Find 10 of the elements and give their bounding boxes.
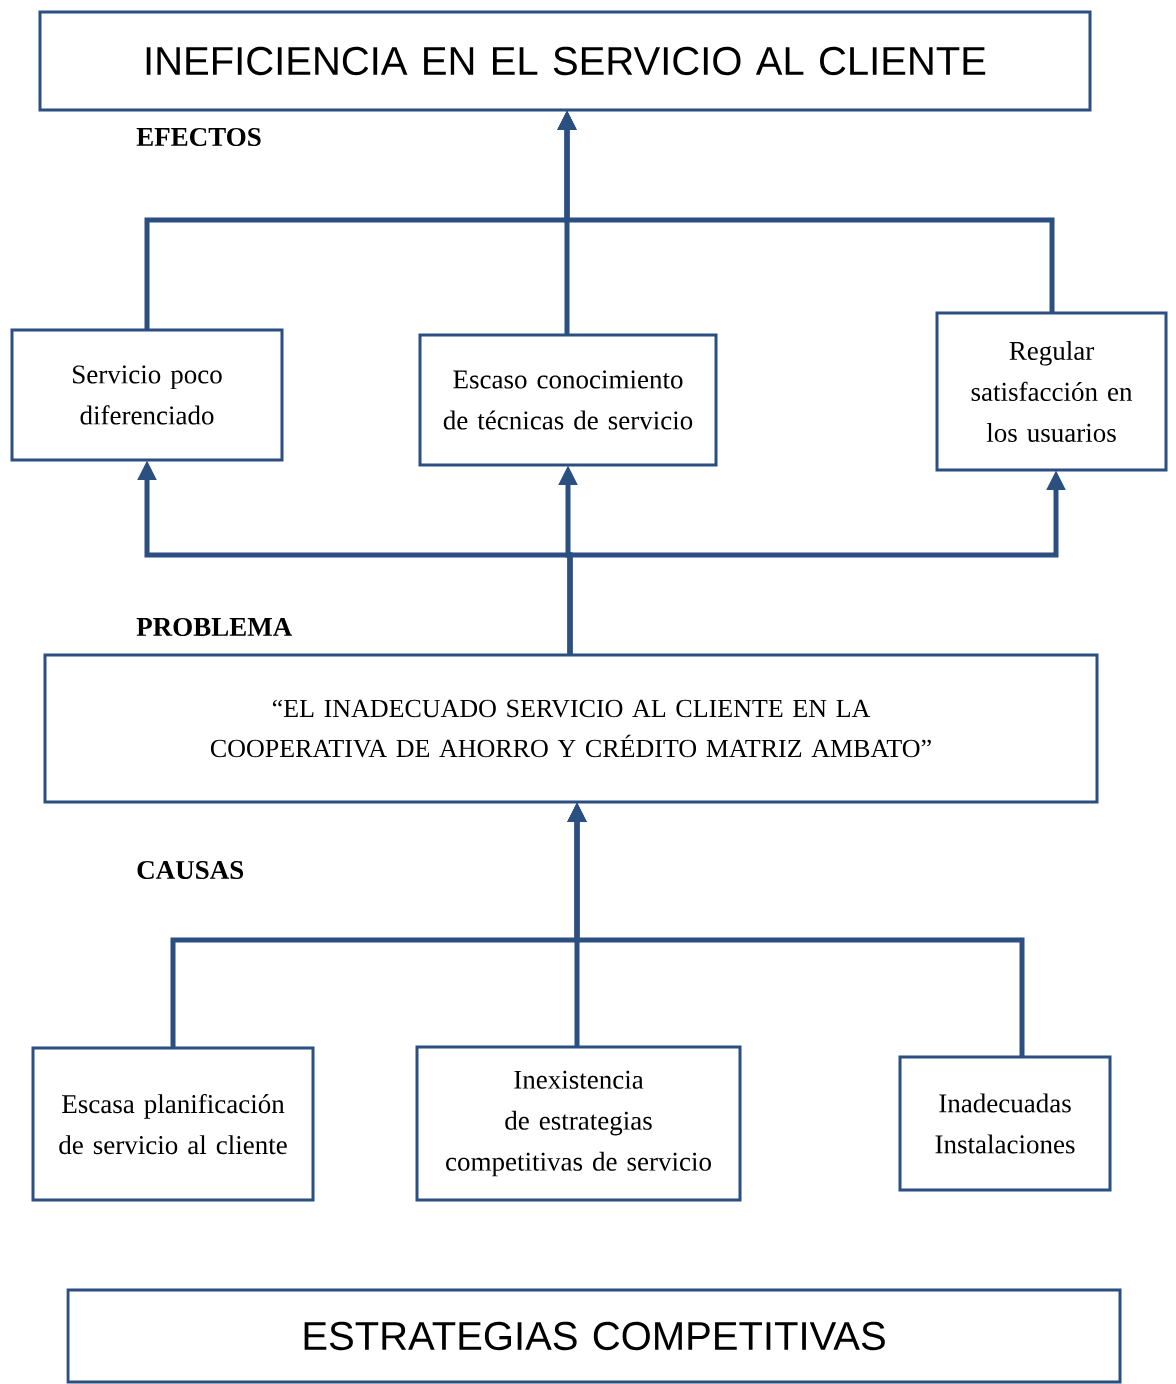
title-box: INEFICIENCIA EN EL SERVICIO AL CLIENTE <box>38 10 1092 112</box>
text-box: “EL INADECUADO SERVICIO AL CLIENTE EN LA COOPERATIVA DE AHORRO Y CRÉDITO MATRIZ AMBATO” <box>43 653 1099 804</box>
title-box: ESTRATEGIAS COMPETITIVAS <box>66 1288 1122 1384</box>
section-label: CAUSAS <box>137 860 244 880</box>
text-box: Servicio poco diferenciado <box>10 328 284 462</box>
text-box: Regular satisfacción en los usuarios <box>935 311 1168 472</box>
text-box: Inadecuadas Instalaciones <box>898 1055 1112 1192</box>
text-box: Escasa planificación de servicio al cliente <box>31 1046 315 1202</box>
text-box: Escaso conocimiento de técnicas de servicio <box>418 333 718 467</box>
text-box: Inexistencia de estrategias competitivas de servicio <box>415 1045 742 1202</box>
